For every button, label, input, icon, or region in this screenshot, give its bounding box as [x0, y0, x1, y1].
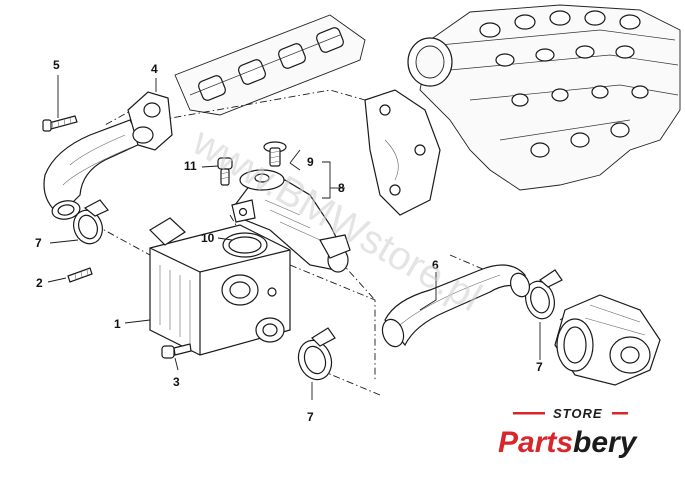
part-4-exhaust-pipe — [43, 91, 173, 220]
callout-7-left: 7 — [35, 236, 42, 250]
callout-9: 9 — [307, 155, 314, 169]
leader-lines — [47, 75, 541, 400]
part-7-hose-clamp-centre — [297, 327, 336, 381]
callout-10: 10 — [201, 231, 215, 245]
part-9-screw — [263, 141, 287, 167]
callout-11: 11 — [184, 159, 197, 173]
callout-1: 1 — [114, 317, 121, 331]
logo-wordmark: Partsbery — [498, 426, 638, 459]
part-7-hose-clamp-right — [525, 269, 563, 320]
part-3-bolt — [161, 343, 192, 359]
part-11-screw — [217, 157, 233, 186]
callout-numbers: 1 2 3 4 5 6 7 7 7 8 9 10 11 — [35, 58, 543, 424]
part-8-egr-valve — [231, 169, 351, 273]
part-2-bolt — [67, 267, 93, 283]
part-1-egr-cooler — [149, 217, 291, 356]
callout-2: 2 — [36, 276, 43, 290]
callout-7-right: 7 — [536, 360, 543, 374]
throttle-housing-drawing — [554, 294, 661, 386]
callout-5: 5 — [53, 58, 60, 72]
exhaust-manifold-drawing — [174, 14, 366, 116]
part-5-bolt — [42, 115, 78, 132]
callout-4: 4 — [151, 62, 158, 76]
callout-8: 8 — [338, 181, 345, 195]
part-6-intake-pipe — [381, 264, 531, 348]
part-10-gasket — [222, 232, 268, 258]
logo-parts: Parts — [498, 426, 573, 459]
callout-7-centre: 7 — [307, 410, 314, 424]
callout-6: 6 — [432, 258, 439, 272]
callout-3: 3 — [173, 375, 180, 389]
partsbery-logo: STORE Partsbery — [498, 406, 638, 459]
logo-underline — [513, 412, 545, 415]
logo-bery: bery — [573, 426, 638, 459]
logo-store-text: STORE — [553, 406, 603, 421]
part-7-hose-clamp-left — [73, 199, 109, 245]
engine-block-drawing — [364, 4, 681, 216]
logo-underline-right — [612, 412, 628, 415]
